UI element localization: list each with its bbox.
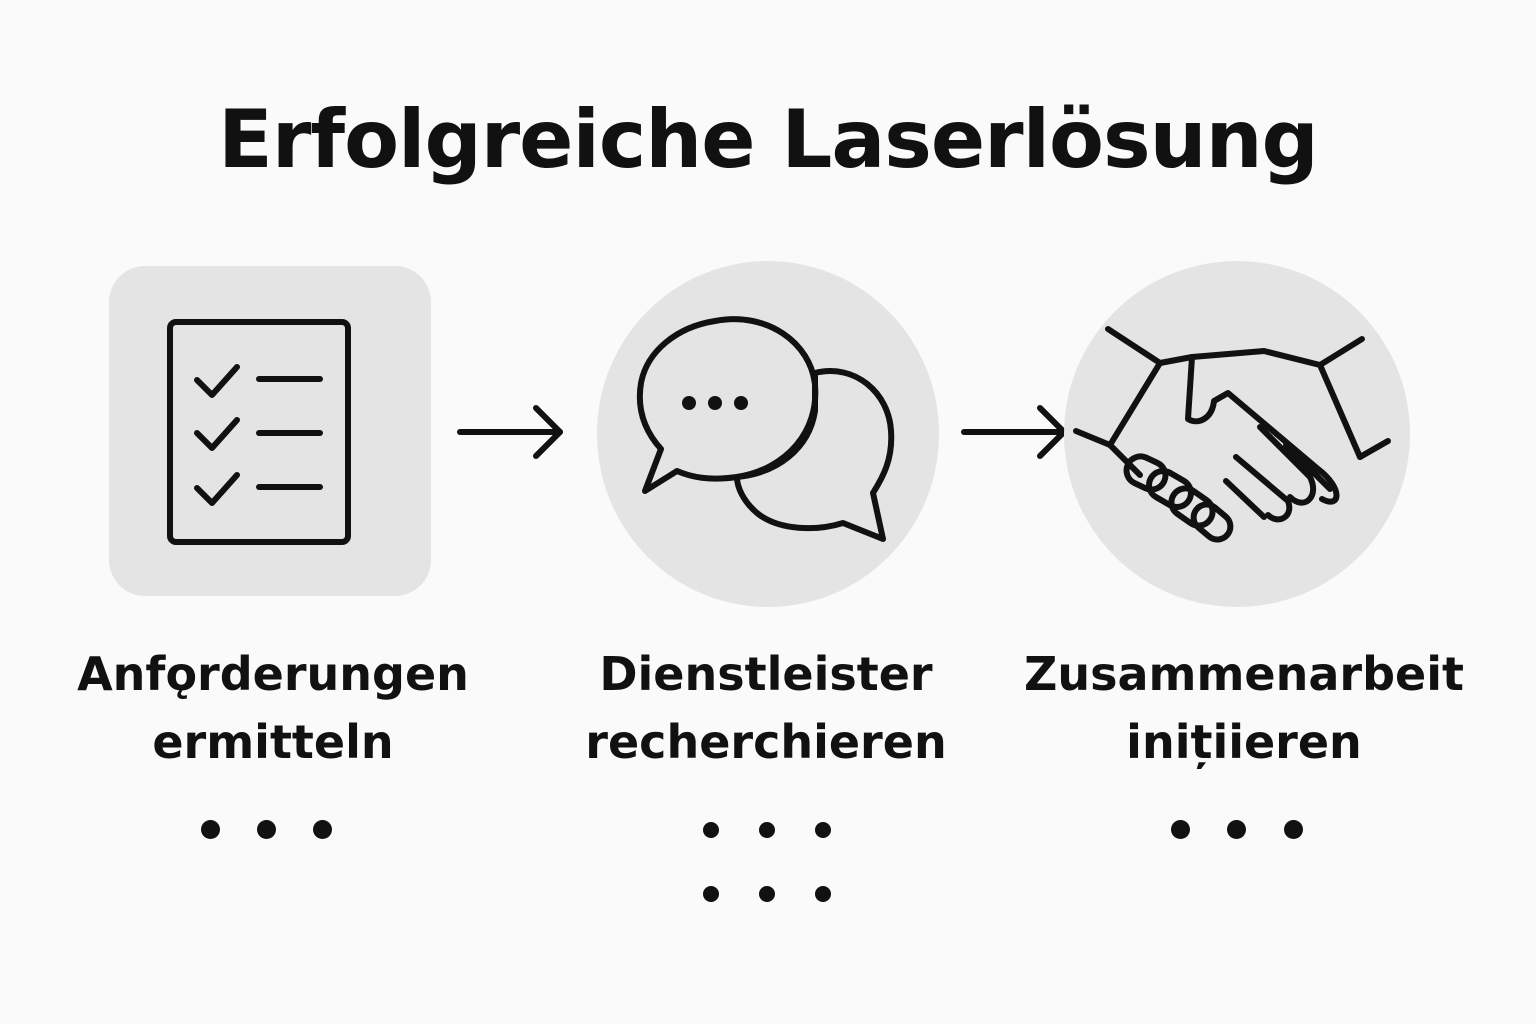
ellipsis-dot [759, 822, 775, 838]
ellipsis-dot [815, 822, 831, 838]
step-label-requirements: Anfǫrderungen ermitteln [53, 640, 493, 776]
ellipsis-dot [1284, 820, 1303, 839]
chat-bubbles-icon [636, 316, 895, 542]
step-label-line: Zusammenarbeit [1024, 647, 1464, 701]
ellipsis-dot [1227, 820, 1246, 839]
chat-bubbles-icon-tile [597, 261, 939, 607]
step-label-research: Dienstleister recherchieren [546, 640, 986, 776]
checklist-icon-tile [109, 266, 431, 596]
ellipsis-dot [1171, 820, 1190, 839]
ellipsis-dot [815, 886, 831, 902]
ellipsis-dot [257, 820, 276, 839]
step-label-line: recherchieren [585, 715, 947, 769]
ellipsis-dot [313, 820, 332, 839]
handshake-icon-tile [1064, 261, 1410, 607]
ellipsis-dot [201, 820, 220, 839]
arrow-right-icon [457, 405, 563, 459]
step-label-line: ermitteln [152, 715, 394, 769]
ellipsis-dot [703, 822, 719, 838]
ellipsis-dot [759, 886, 775, 902]
step-label-line: inițiieren [1126, 715, 1362, 769]
step-label-collaboration: Zusammenarbeit inițiieren [1024, 640, 1464, 776]
step-label-line: Anfǫrderungen [77, 647, 469, 701]
handshake-icon [1073, 326, 1391, 543]
ellipsis-dot [703, 886, 719, 902]
arrow-right-icon [961, 405, 1067, 459]
checklist-icon [167, 319, 351, 545]
step-label-line: Dienstleister [599, 647, 933, 701]
page-title: Erfolgreiche Laserlösung [218, 93, 1319, 186]
